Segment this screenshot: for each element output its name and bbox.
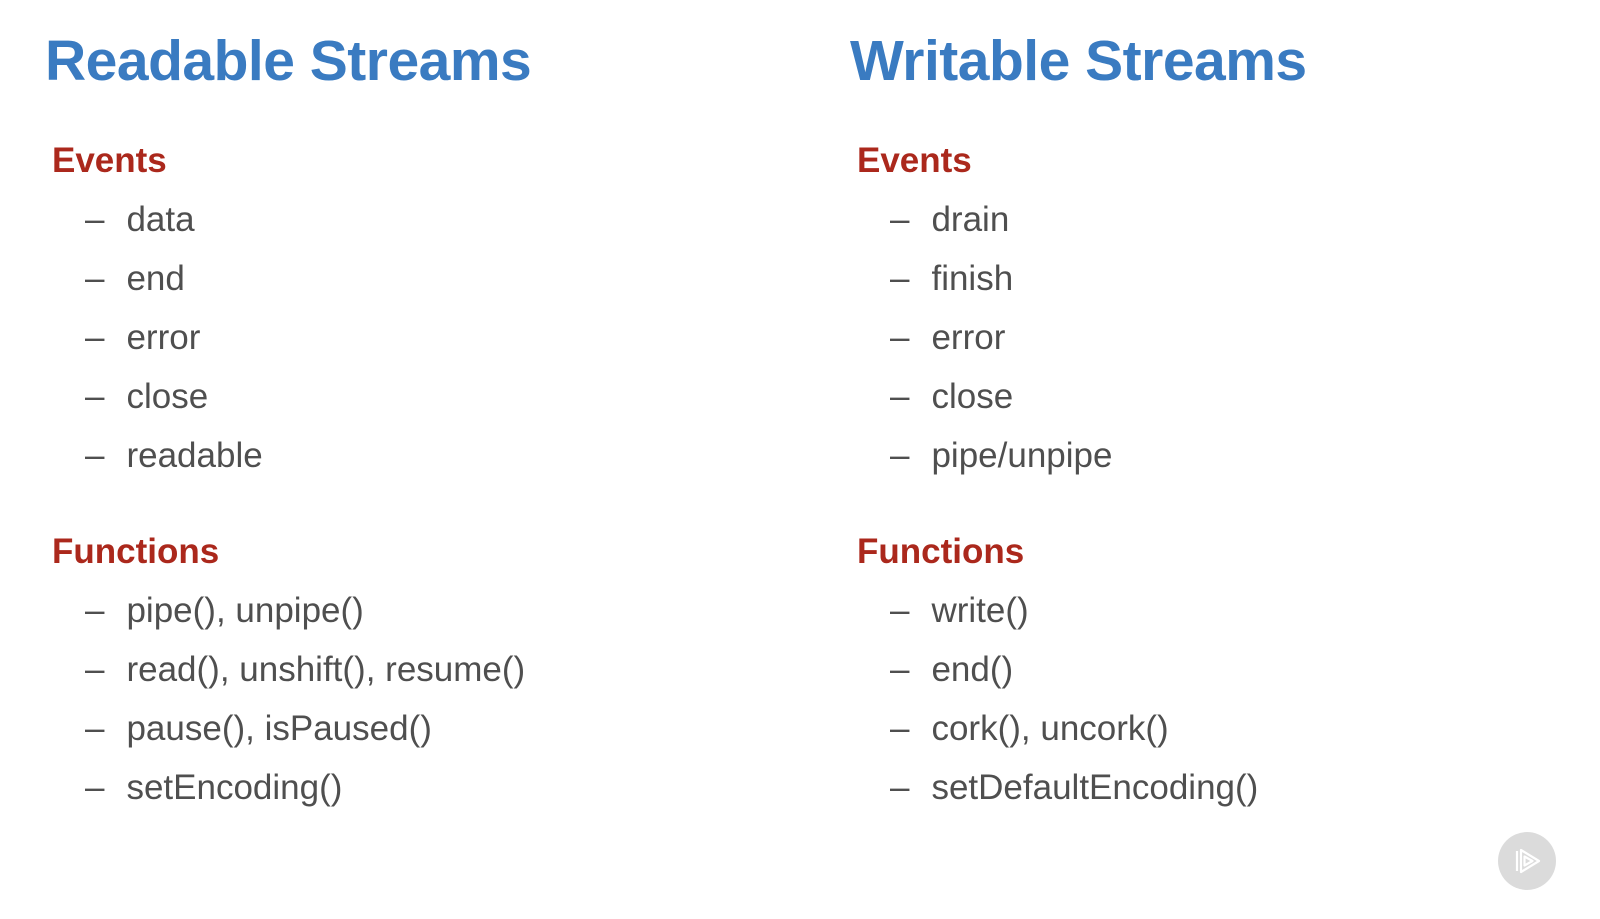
item-label: write() xyxy=(931,591,1029,630)
readable-streams-title: Readable Streams xyxy=(45,29,532,93)
writable-events-list: –drain–finish–error–close–pipe/unpipe xyxy=(850,190,1600,485)
list-item: –close xyxy=(45,367,850,426)
dash-bullet: – xyxy=(890,259,910,298)
writable-functions-section: Functions –write()–end()–cork(), uncork(… xyxy=(850,529,1600,817)
dash-bullet: – xyxy=(85,709,105,748)
list-item: –end() xyxy=(850,640,1600,699)
readable-functions-list: –pipe(), unpipe()–read(), unshift(), res… xyxy=(45,581,850,817)
item-label: cork(), uncork() xyxy=(931,709,1169,748)
dash-bullet: – xyxy=(890,200,910,239)
slide-columns: Readable Streams Events –data–end–error–… xyxy=(45,28,1600,817)
writable-functions-list: –write()–end()–cork(), uncork()–setDefau… xyxy=(850,581,1600,817)
item-label: end() xyxy=(931,650,1014,689)
dash-bullet: – xyxy=(890,318,910,357)
readable-functions-section: Functions –pipe(), unpipe()–read(), unsh… xyxy=(45,529,850,817)
list-item: –readable xyxy=(45,426,850,485)
readable-events-heading: Events xyxy=(52,141,167,180)
writable-functions-heading: Functions xyxy=(857,532,1025,571)
list-item: –setDefaultEncoding() xyxy=(850,758,1600,817)
dash-bullet: – xyxy=(85,377,105,416)
item-label: error xyxy=(931,318,1006,357)
item-label: finish xyxy=(931,259,1014,298)
dash-bullet: – xyxy=(85,650,105,689)
list-item: –pause(), isPaused() xyxy=(45,699,850,758)
list-item: –finish xyxy=(850,249,1600,308)
list-item: –setEncoding() xyxy=(45,758,850,817)
item-label: readable xyxy=(126,436,263,475)
list-item: –drain xyxy=(850,190,1600,249)
pluralsight-watermark xyxy=(1498,832,1556,890)
list-item: –pipe/unpipe xyxy=(850,426,1600,485)
writable-events-section: Events –drain–finish–error–close–pipe/un… xyxy=(850,138,1600,485)
list-item: –error xyxy=(45,308,850,367)
item-label: pipe/unpipe xyxy=(931,436,1113,475)
writable-events-heading: Events xyxy=(857,141,972,180)
dash-bullet: – xyxy=(85,259,105,298)
column-readable-streams: Readable Streams Events –data–end–error–… xyxy=(45,28,850,817)
list-item: –close xyxy=(850,367,1600,426)
writable-streams-title: Writable Streams xyxy=(850,29,1307,93)
item-label: close xyxy=(126,377,209,416)
dash-bullet: – xyxy=(85,318,105,357)
readable-events-section: Events –data–end–error–close–readable xyxy=(45,138,850,485)
dash-bullet: – xyxy=(85,200,105,239)
dash-bullet: – xyxy=(890,436,910,475)
item-label: setEncoding() xyxy=(126,768,343,807)
item-label: setDefaultEncoding() xyxy=(931,768,1259,807)
dash-bullet: – xyxy=(85,436,105,475)
dash-bullet: – xyxy=(85,591,105,630)
list-item: –end xyxy=(45,249,850,308)
readable-events-list: –data–end–error–close–readable xyxy=(45,190,850,485)
dash-bullet: – xyxy=(85,768,105,807)
dash-bullet: – xyxy=(890,377,910,416)
dash-bullet: – xyxy=(890,591,910,630)
list-item: –pipe(), unpipe() xyxy=(45,581,850,640)
list-item: –write() xyxy=(850,581,1600,640)
list-item: –data xyxy=(45,190,850,249)
item-label: read(), unshift(), resume() xyxy=(126,650,526,689)
item-label: pipe(), unpipe() xyxy=(126,591,364,630)
item-label: data xyxy=(126,200,195,239)
column-writable-streams: Writable Streams Events –drain–finish–er… xyxy=(850,28,1600,817)
item-label: end xyxy=(126,259,185,298)
list-item: –cork(), uncork() xyxy=(850,699,1600,758)
item-label: drain xyxy=(931,200,1010,239)
item-label: error xyxy=(126,318,201,357)
item-label: pause(), isPaused() xyxy=(126,709,432,748)
pluralsight-play-icon xyxy=(1510,844,1544,878)
readable-functions-heading: Functions xyxy=(52,532,220,571)
dash-bullet: – xyxy=(890,650,910,689)
dash-bullet: – xyxy=(890,709,910,748)
item-label: close xyxy=(931,377,1014,416)
list-item: –error xyxy=(850,308,1600,367)
dash-bullet: – xyxy=(890,768,910,807)
list-item: –read(), unshift(), resume() xyxy=(45,640,850,699)
